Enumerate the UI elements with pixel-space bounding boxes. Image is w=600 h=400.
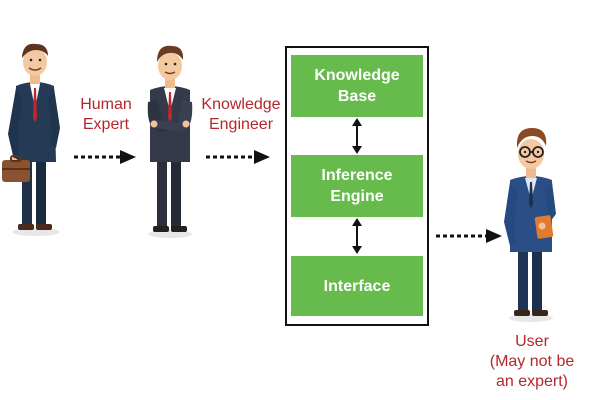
arrow-engineer-to-system bbox=[206, 150, 270, 164]
human-expert-person-icon bbox=[2, 43, 60, 236]
interface-box: Interface bbox=[291, 256, 423, 316]
arrow-base-engine bbox=[352, 118, 362, 154]
knowledge-engineer-label: Knowledge Engineer bbox=[201, 96, 281, 133]
human-expert-label: Human Expert bbox=[80, 96, 132, 133]
arrow-engine-interface bbox=[352, 218, 362, 254]
user-person-icon bbox=[504, 128, 556, 322]
knowledge-engineer-person-icon bbox=[147, 45, 193, 238]
inference-engine-box: Inference Engine bbox=[291, 155, 423, 217]
knowledge-base-box: Knowledge Base bbox=[291, 55, 423, 117]
user-label: User (May not be an expert) bbox=[489, 333, 575, 390]
arrow-system-to-user bbox=[436, 229, 502, 243]
arrow-expert-to-engineer bbox=[74, 150, 136, 164]
